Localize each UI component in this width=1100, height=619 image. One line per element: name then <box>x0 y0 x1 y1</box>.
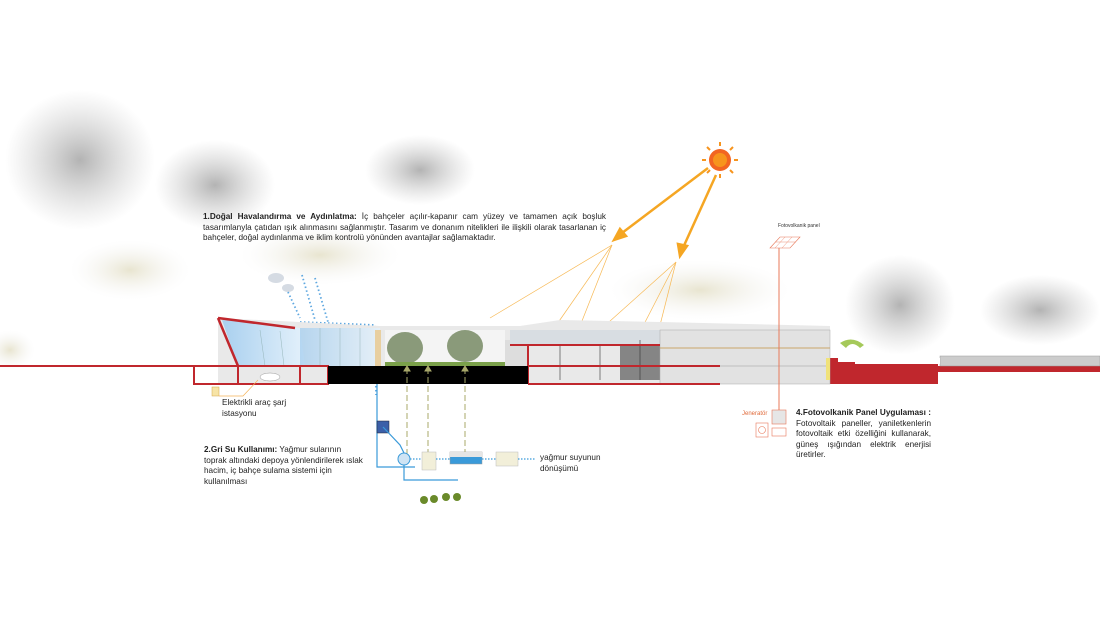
grey-water-system <box>376 384 536 504</box>
section2-body: Yağmur sularının toprak altındaki depoya… <box>204 445 363 486</box>
ground-line <box>0 355 1100 384</box>
pv-system <box>755 236 801 438</box>
generator-icon <box>755 422 769 438</box>
light-rays <box>489 244 677 346</box>
section2-title: 2.Gri Su Kullanımı: <box>204 445 278 454</box>
ventilation-arrows <box>403 365 469 460</box>
sun-icon <box>702 142 738 178</box>
rainwater-label: yağmur suyunun dönüşümü <box>540 453 601 474</box>
green-arrow-icon <box>840 339 864 348</box>
section1-title: 1.Doğal Havalandırma ve Aydınlatma: <box>203 212 357 221</box>
natural-ventilation-text: 1.Doğal Havalandırma ve Aydınlatma: İç b… <box>203 212 606 244</box>
clouds <box>0 90 1100 370</box>
rainwater-line2: dönüşümü <box>540 463 579 473</box>
plants-icon <box>420 493 461 504</box>
grey-water-text: 2.Gri Su Kullanımı: Yağmur sularının top… <box>204 445 364 487</box>
ev-charging-label: Elektrikli araç şarj istasyonu <box>222 398 286 419</box>
sun-rays <box>611 167 718 260</box>
pv-text: 4.Fotovolkanik Panel Uygulaması : Fotovo… <box>796 408 931 461</box>
section4-title: 4.Fotovolkanik Panel Uygulaması : <box>796 408 931 417</box>
pv-panel-label: Fotovolkanik panel <box>778 223 820 229</box>
ev-label-line2: istasyonu <box>222 408 257 418</box>
building-section <box>193 316 831 385</box>
generator-label: Jeneratör <box>742 411 768 417</box>
rain-icon <box>268 273 377 396</box>
section4-body: Fotovoltaik paneller, yaniletkenlerin fo… <box>796 418 931 460</box>
section1-body: İç bahçeler açılır-kapanır cam yüzey ve … <box>203 212 606 242</box>
basement <box>328 366 528 384</box>
car-icon <box>259 372 281 382</box>
ev-charger-icon <box>211 379 259 397</box>
ev-label-line1: Elektrikli araç şarj <box>222 398 287 407</box>
rainwater-line1: yağmur suyunun <box>540 453 601 462</box>
